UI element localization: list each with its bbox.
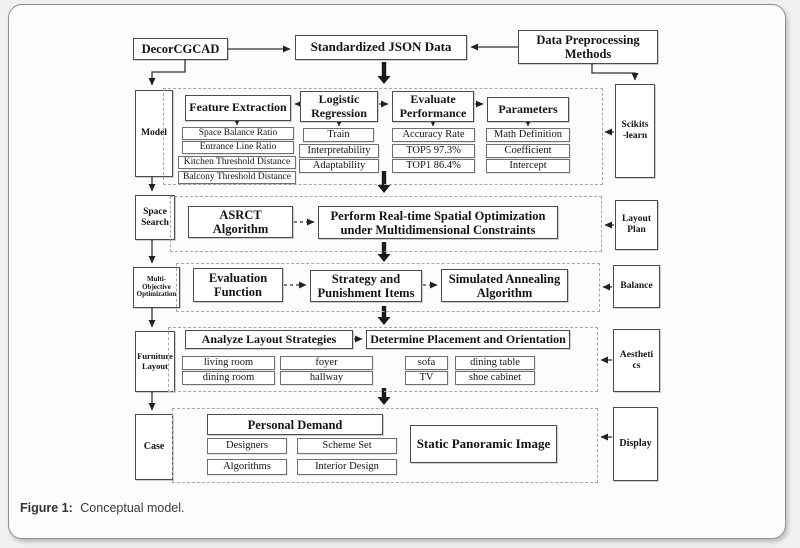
node-math-definition: Math Definition xyxy=(486,128,570,142)
node-static-panoramic-image: Static Panoramic Image xyxy=(410,425,557,463)
node-space-search: Space Search xyxy=(135,195,175,240)
section-optimization xyxy=(176,263,600,312)
node-simulated-annealing: Simulated Annealing Algorithm xyxy=(441,269,568,302)
node-interior-design: Interior Design xyxy=(297,459,397,475)
figure-caption-label: Figure 1: xyxy=(20,501,73,515)
node-data-preprocessing-methods: Data Preprocessing Methods xyxy=(518,30,658,64)
node-dining-room: dining room xyxy=(182,371,275,385)
node-evaluate-performance: Evaluate Performance xyxy=(392,91,474,122)
node-logistic-regression: Logistic Regression xyxy=(300,91,378,122)
node-decorcgcad: DecorCGCAD xyxy=(133,38,228,60)
node-intercept: Intercept xyxy=(486,159,570,173)
node-balcony-threshold-distance: Balcony Threshold Distance xyxy=(178,171,296,184)
section-space-search xyxy=(170,196,602,252)
node-coefficient: Coefficient xyxy=(486,144,570,158)
node-space-balance-ratio: Space Balance Ratio xyxy=(182,127,294,140)
node-balance: Balance xyxy=(613,265,660,308)
node-parameters: Parameters xyxy=(487,97,569,122)
node-perform-spatial-optimization: Perform Real-time Spatial Optimization u… xyxy=(318,206,558,239)
node-train: Train xyxy=(303,128,374,142)
node-aesthetics: Aestheti cs xyxy=(613,329,660,392)
node-interpretability: Interpretability xyxy=(299,144,379,158)
node-tv: TV xyxy=(405,371,448,385)
figure-caption-text: Conceptual model. xyxy=(80,501,185,515)
node-top1: TOP1 86.4% xyxy=(392,159,475,173)
node-dining-table: dining table xyxy=(455,356,535,370)
node-shoe-cabinet: shoe cabinet xyxy=(455,371,535,385)
node-personal-demand: Personal Demand xyxy=(207,414,383,435)
node-evaluation-function: Evaluation Function xyxy=(193,268,283,302)
node-model: Model xyxy=(135,90,173,177)
node-entrance-line-ratio: Entrance Line Ratio xyxy=(182,141,294,154)
node-case: Case xyxy=(135,414,173,480)
node-algorithms: Algorithms xyxy=(207,459,287,475)
node-accuracy-rate: Accuracy Rate xyxy=(392,128,475,142)
node-display: Display xyxy=(613,407,658,481)
section-furniture xyxy=(168,327,598,392)
section-case xyxy=(172,408,598,483)
node-living-room: living room xyxy=(182,356,275,370)
node-kitchen-threshold-distance: Kitchen Threshold Distance xyxy=(178,156,296,169)
section-model xyxy=(163,88,603,185)
node-sofa: sofa xyxy=(405,356,448,370)
node-hallway: hallway xyxy=(280,371,373,385)
node-determine-placement: Determine Placement and Orientation xyxy=(366,330,570,349)
node-scikits-learn: Scikits -learn xyxy=(615,84,655,178)
figure-caption: Figure 1: Conceptual model. xyxy=(20,501,185,515)
node-feature-extraction: Feature Extraction xyxy=(185,95,291,121)
node-strategy-punishment: Strategy and Punishment Items xyxy=(310,270,422,302)
node-foyer: foyer xyxy=(280,356,373,370)
node-multi-objective-optimization: Multi- Objective Optimization xyxy=(133,267,180,308)
node-designers: Designers xyxy=(207,438,287,454)
node-asrct-algorithm: ASRCT Algorithm xyxy=(188,206,293,238)
node-standardized-json-data: Standardized JSON Data xyxy=(295,35,467,60)
node-analyze-layout-strategies: Analyze Layout Strategies xyxy=(185,330,353,349)
node-layout-plan: Layout Plan xyxy=(615,200,658,250)
node-adaptability: Adaptability xyxy=(299,159,379,173)
node-top5: TOP5 97.3% xyxy=(392,144,475,158)
node-scheme-set: Scheme Set xyxy=(297,438,397,454)
